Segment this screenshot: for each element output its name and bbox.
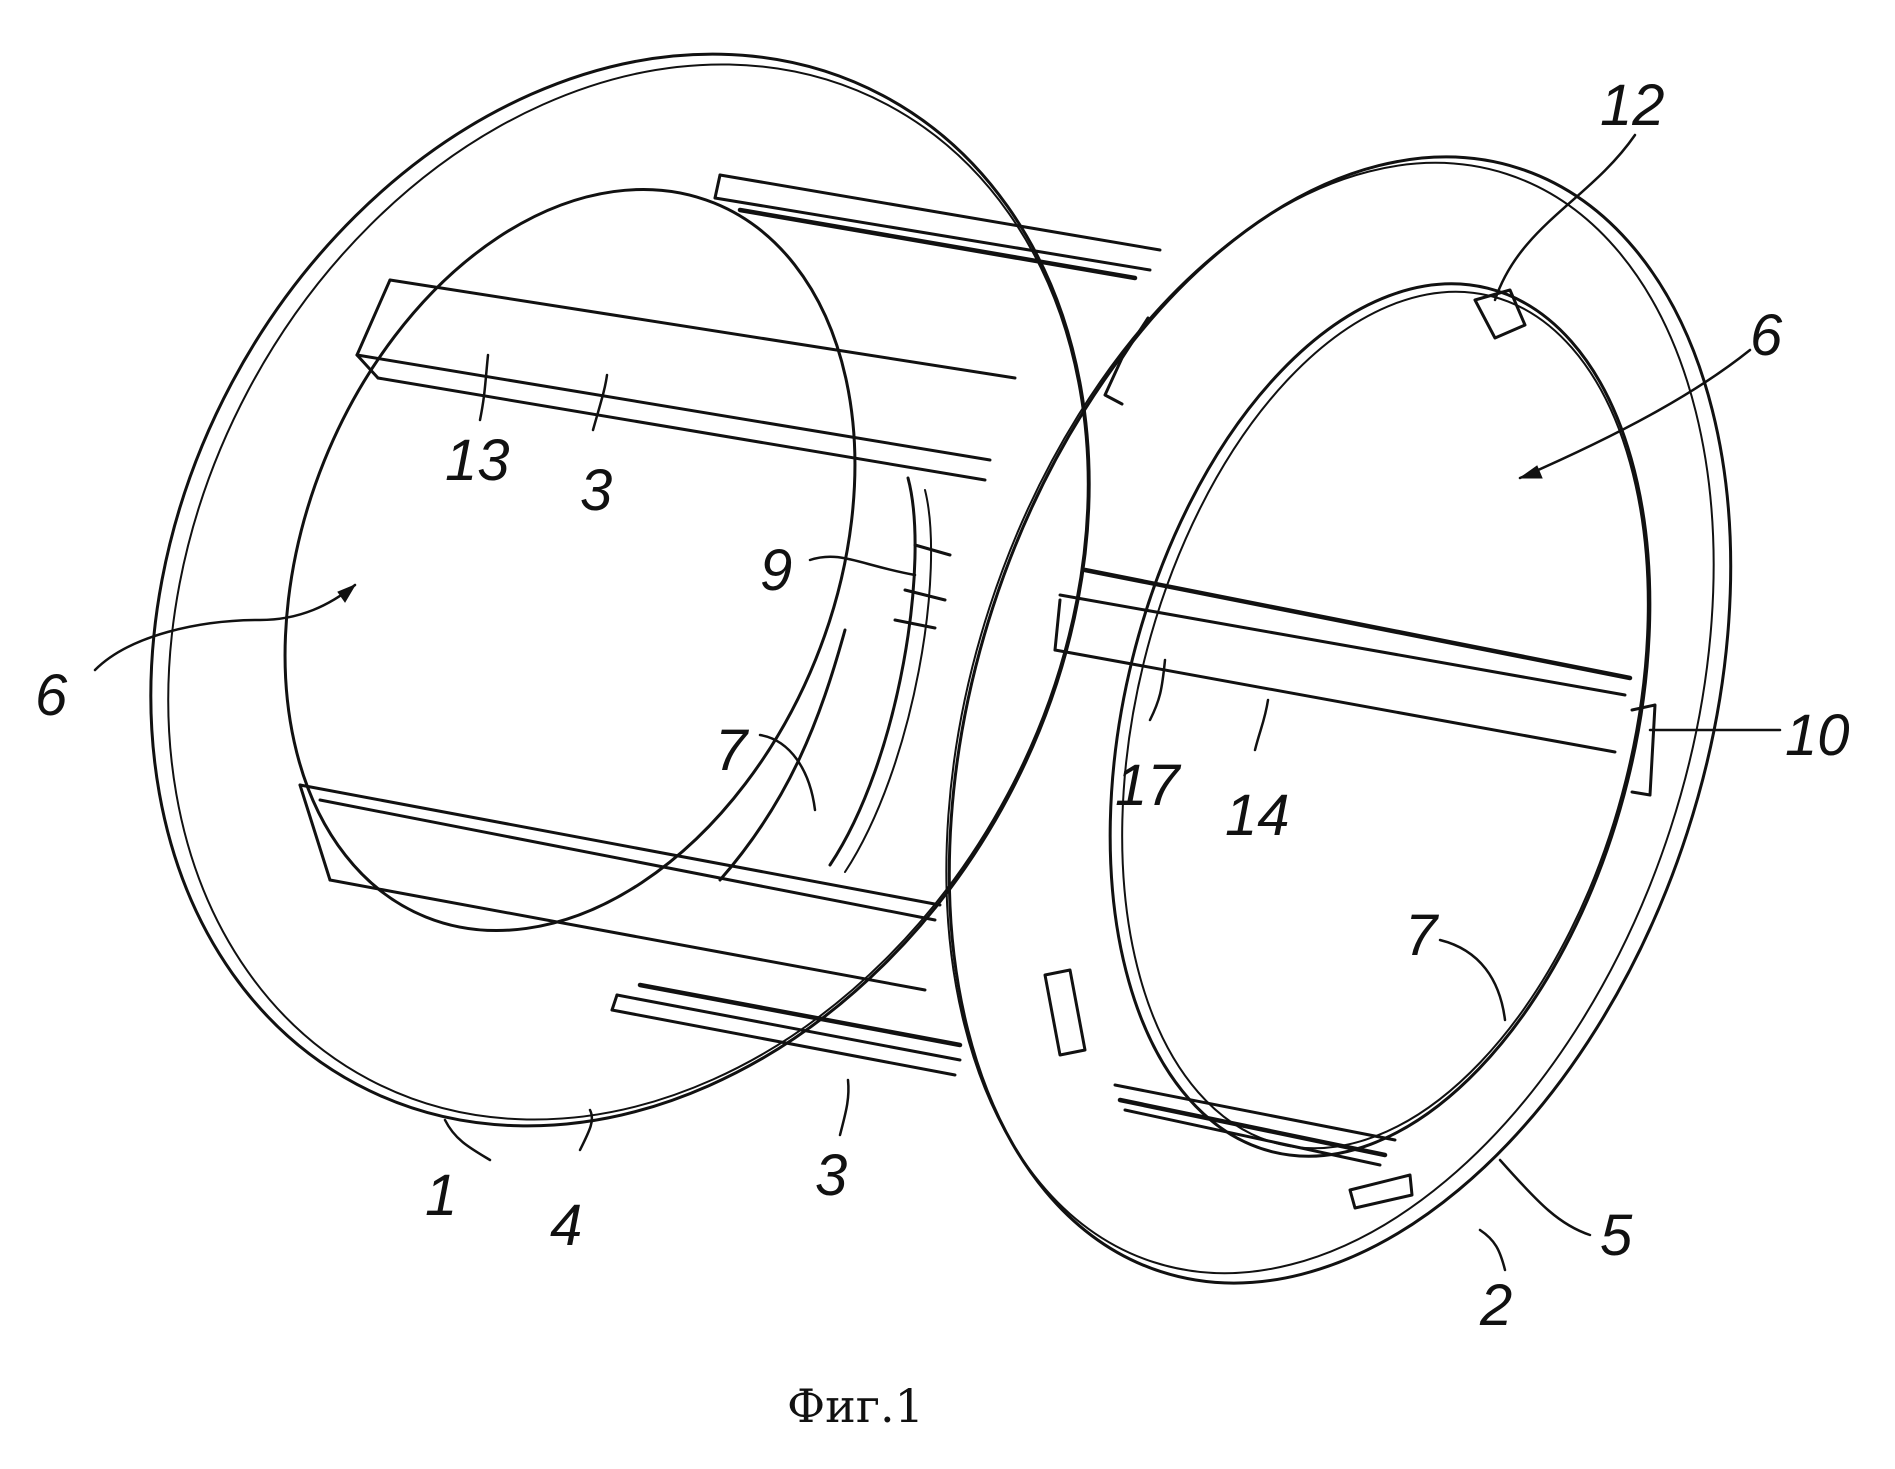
label-3-top: 3 [580,458,612,523]
label-3-bottom: 3 [815,1143,847,1208]
label-12: 12 [1600,73,1665,138]
label-1: 1 [425,1163,457,1228]
left-end-ring [0,0,1271,1291]
label-4: 4 [550,1193,582,1258]
inner-bar-14 [1055,570,1630,752]
label-7-left: 7 [715,718,750,783]
bottom-back-bar-3 [612,985,960,1075]
label-6-left: 6 [35,663,68,728]
top-back-bar [715,175,1160,278]
label-7-right: 7 [1405,903,1440,968]
right-end-ring [813,56,1867,1385]
label-10: 10 [1785,703,1850,768]
label-14: 14 [1225,783,1290,848]
label-5: 5 [1600,1203,1633,1268]
inner-ring-left [720,478,931,880]
label-2: 2 [1479,1273,1512,1338]
label-9: 9 [760,538,792,603]
label-6-right: 6 [1750,303,1783,368]
bottom-front-bar-3 [300,785,940,990]
middle-connector-9 [895,545,950,628]
label-17: 17 [1115,753,1182,818]
inner-bottom-bar [1115,1085,1395,1165]
label-13: 13 [445,428,510,493]
figure-caption: Фиг.1 [787,1379,924,1433]
ring-tabs [1045,290,1655,1208]
